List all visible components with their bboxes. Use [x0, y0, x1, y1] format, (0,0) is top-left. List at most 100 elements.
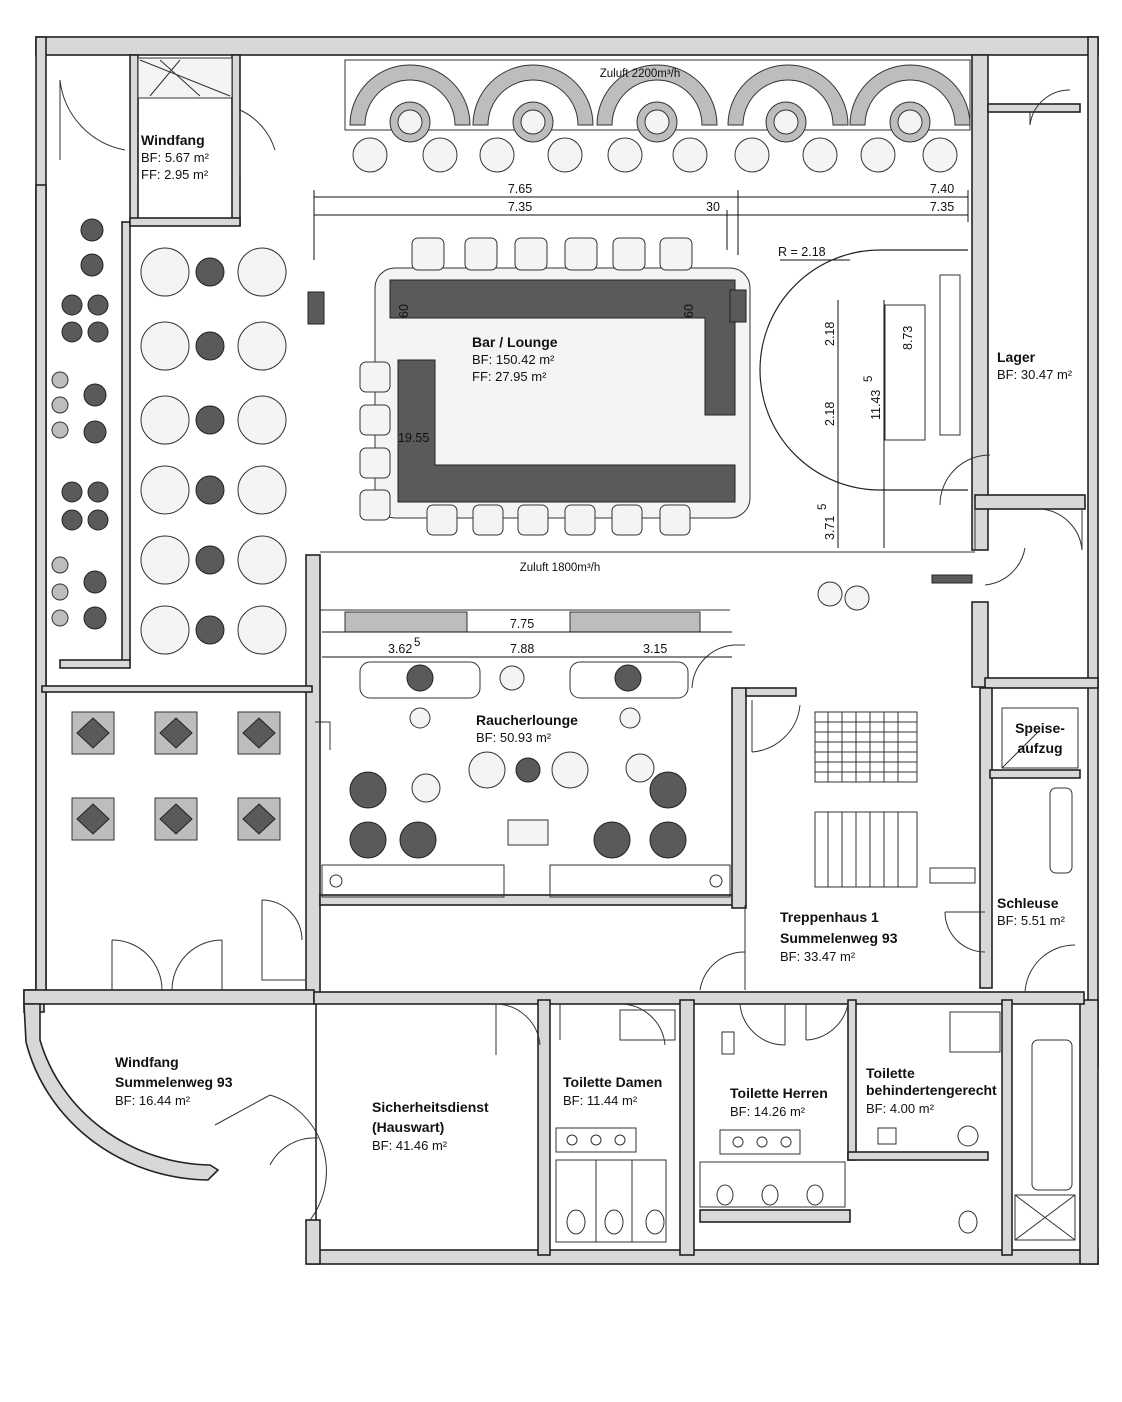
dim-60b: 60 — [682, 304, 696, 318]
bar-counter-outline — [374, 267, 751, 519]
treppenhaus: Treppenhaus 1 Summelenweg 93 BF: 33.47 m… — [699, 700, 986, 991]
schleuse-door[interactable] — [944, 911, 986, 953]
dim-735b: 7.35 — [930, 200, 954, 214]
schleuse: Schleuse BF: 5.51 m² — [997, 787, 1076, 993]
lager: Lager BF: 30.47 m² — [939, 89, 1083, 551]
windfang-top-ff: FF: 2.95 m² — [141, 167, 209, 182]
schleuse-lower-door[interactable] — [1024, 944, 1076, 993]
wall-left-inner — [35, 184, 47, 996]
wall-bhg-bottom — [847, 1151, 989, 1161]
toilette-herren-bf: BF: 14.26 m² — [730, 1104, 806, 1119]
bar-counter-top — [389, 279, 736, 416]
wall-bhg-left — [847, 999, 857, 1161]
lager-door[interactable] — [1029, 89, 1071, 126]
raucherlounge-bf: BF: 50.93 m² — [476, 730, 552, 745]
bar-stools-left — [359, 361, 391, 521]
treppenhaus-line2: Summelenweg 93 — [780, 930, 898, 946]
dim-1955: 19.55 — [398, 431, 429, 445]
wall-damen-right — [679, 999, 695, 1256]
sicherheit-door-top[interactable] — [495, 1003, 541, 1055]
dim-60a: 60 — [397, 304, 411, 318]
windfang-main-bf: BF: 16.44 m² — [115, 1093, 191, 1108]
raucherlounge: Raucherlounge BF: 50.93 m² — [315, 661, 731, 898]
wall-raucher-left — [305, 554, 321, 996]
corridor-door[interactable] — [1039, 508, 1083, 551]
column-bar — [729, 289, 747, 323]
wall-schleuse-top — [989, 769, 1081, 779]
bar-stools-bottom — [426, 504, 691, 536]
zuluft-top-label: Zuluft 2200m³/h — [600, 68, 681, 80]
dim-788: 7.88 — [510, 642, 534, 656]
bar-lounge: Bar / Lounge BF: 150.42 m² FF: 27.95 m² … — [359, 237, 751, 536]
vent-grille-right — [569, 611, 701, 633]
zuluft-mid-label: Zuluft 1800m³/h — [520, 562, 601, 574]
entrance-door-top[interactable] — [59, 79, 126, 160]
wall-service-top — [984, 677, 1099, 689]
windfang-top-name: Windfang — [141, 132, 205, 148]
side-door-lower-left[interactable] — [261, 899, 305, 981]
raucher-upper-door[interactable] — [691, 644, 745, 689]
windfang-main-door[interactable] — [214, 1094, 327, 1221]
wall-windfang-main-top — [23, 989, 315, 1005]
lager-lower-door[interactable] — [939, 454, 991, 550]
wall-stairs-top — [745, 687, 797, 697]
windfang-top-bf: BF: 5.67 m² — [141, 150, 210, 165]
dim-740: 7.40 — [930, 182, 954, 196]
stairs-door-upper[interactable] — [751, 700, 801, 753]
dim-371: 3.71 — [823, 516, 837, 540]
main-entrance-door[interactable] — [111, 939, 223, 991]
wall-windfang-right — [231, 54, 241, 226]
wall-windfang-bottom — [129, 217, 241, 227]
treppenhaus-line1: Treppenhaus 1 — [780, 909, 879, 925]
toilette-bhg-line1: Toilette — [866, 1065, 915, 1081]
wall-corridor-right — [971, 601, 989, 688]
herren-door[interactable] — [739, 1003, 786, 1046]
raucher-side-door[interactable] — [315, 721, 331, 750]
dim-30: 30 — [706, 200, 720, 214]
wall-bhg-right — [1001, 999, 1013, 1256]
dim-765: 7.65 — [508, 182, 532, 196]
bar-counter-bottom — [397, 359, 736, 503]
stairs-door-lower[interactable] — [699, 905, 746, 991]
raucherlounge-name: Raucherlounge — [476, 712, 578, 728]
toilette-bhg: Toilette behindertengerecht BF: 4.00 m² — [866, 1011, 1076, 1241]
dimensions-top: 7.65 7.40 7.35 30 7.35 — [313, 182, 969, 260]
speiseaufzug-line1: Speise- — [1015, 720, 1065, 736]
toilette-bhg-line2: behindertengerecht — [866, 1082, 997, 1098]
booth-stools — [352, 137, 958, 173]
wall-stairs-right — [979, 687, 993, 989]
small-tables — [61, 218, 109, 630]
dim-315: 3.15 — [643, 642, 667, 656]
corridor-fixture — [931, 574, 973, 584]
dim-218a: 2.18 — [823, 322, 837, 346]
sicherheitsdienst-line1: Sicherheitsdienst — [372, 1099, 489, 1115]
corridor-east-door[interactable] — [984, 547, 1026, 586]
wall-lager-bottom — [974, 494, 1086, 510]
toilette-herren-name: Toilette Herren — [730, 1085, 828, 1101]
dim-218b: 2.18 — [823, 402, 837, 426]
lager-bf: BF: 30.47 m² — [997, 367, 1073, 382]
radius-area: R = 2.18 2.18 2.18 8.73 11.43 5 3.71 5 — [759, 245, 968, 548]
bar-name: Bar / Lounge — [472, 334, 558, 350]
windfang-main: Windfang Summelenweg 93 BF: 16.44 m² — [23, 1003, 327, 1221]
sicherheitsdienst-line2: (Hauswart) — [372, 1119, 444, 1135]
windfang-door[interactable] — [239, 109, 276, 175]
wall-lager-left — [971, 54, 989, 551]
wall-right — [1087, 36, 1099, 1068]
column-left — [307, 291, 325, 325]
bar-bf: BF: 150.42 m² — [472, 352, 555, 367]
left-seating — [51, 218, 325, 655]
dim-735a: 7.35 — [508, 200, 532, 214]
windfang-main-line1: Windfang — [115, 1054, 179, 1070]
toilette-damen: Toilette Damen BF: 11.44 m² — [555, 1003, 676, 1243]
sicherheit-door-left[interactable] — [269, 1137, 319, 1166]
sicherheitsdienst: Sicherheitsdienst (Hauswart) BF: 41.46 m… — [269, 1003, 541, 1166]
toilette-damen-name: Toilette Damen — [563, 1074, 662, 1090]
toilette-damen-bf: BF: 11.44 m² — [563, 1093, 638, 1108]
bhg-door[interactable] — [805, 1003, 849, 1041]
damen-door[interactable] — [559, 1003, 666, 1046]
wall-damen-left — [537, 999, 551, 1256]
dim-362: 3.62 — [388, 642, 412, 656]
windfang-curved-wall — [23, 1003, 220, 1181]
